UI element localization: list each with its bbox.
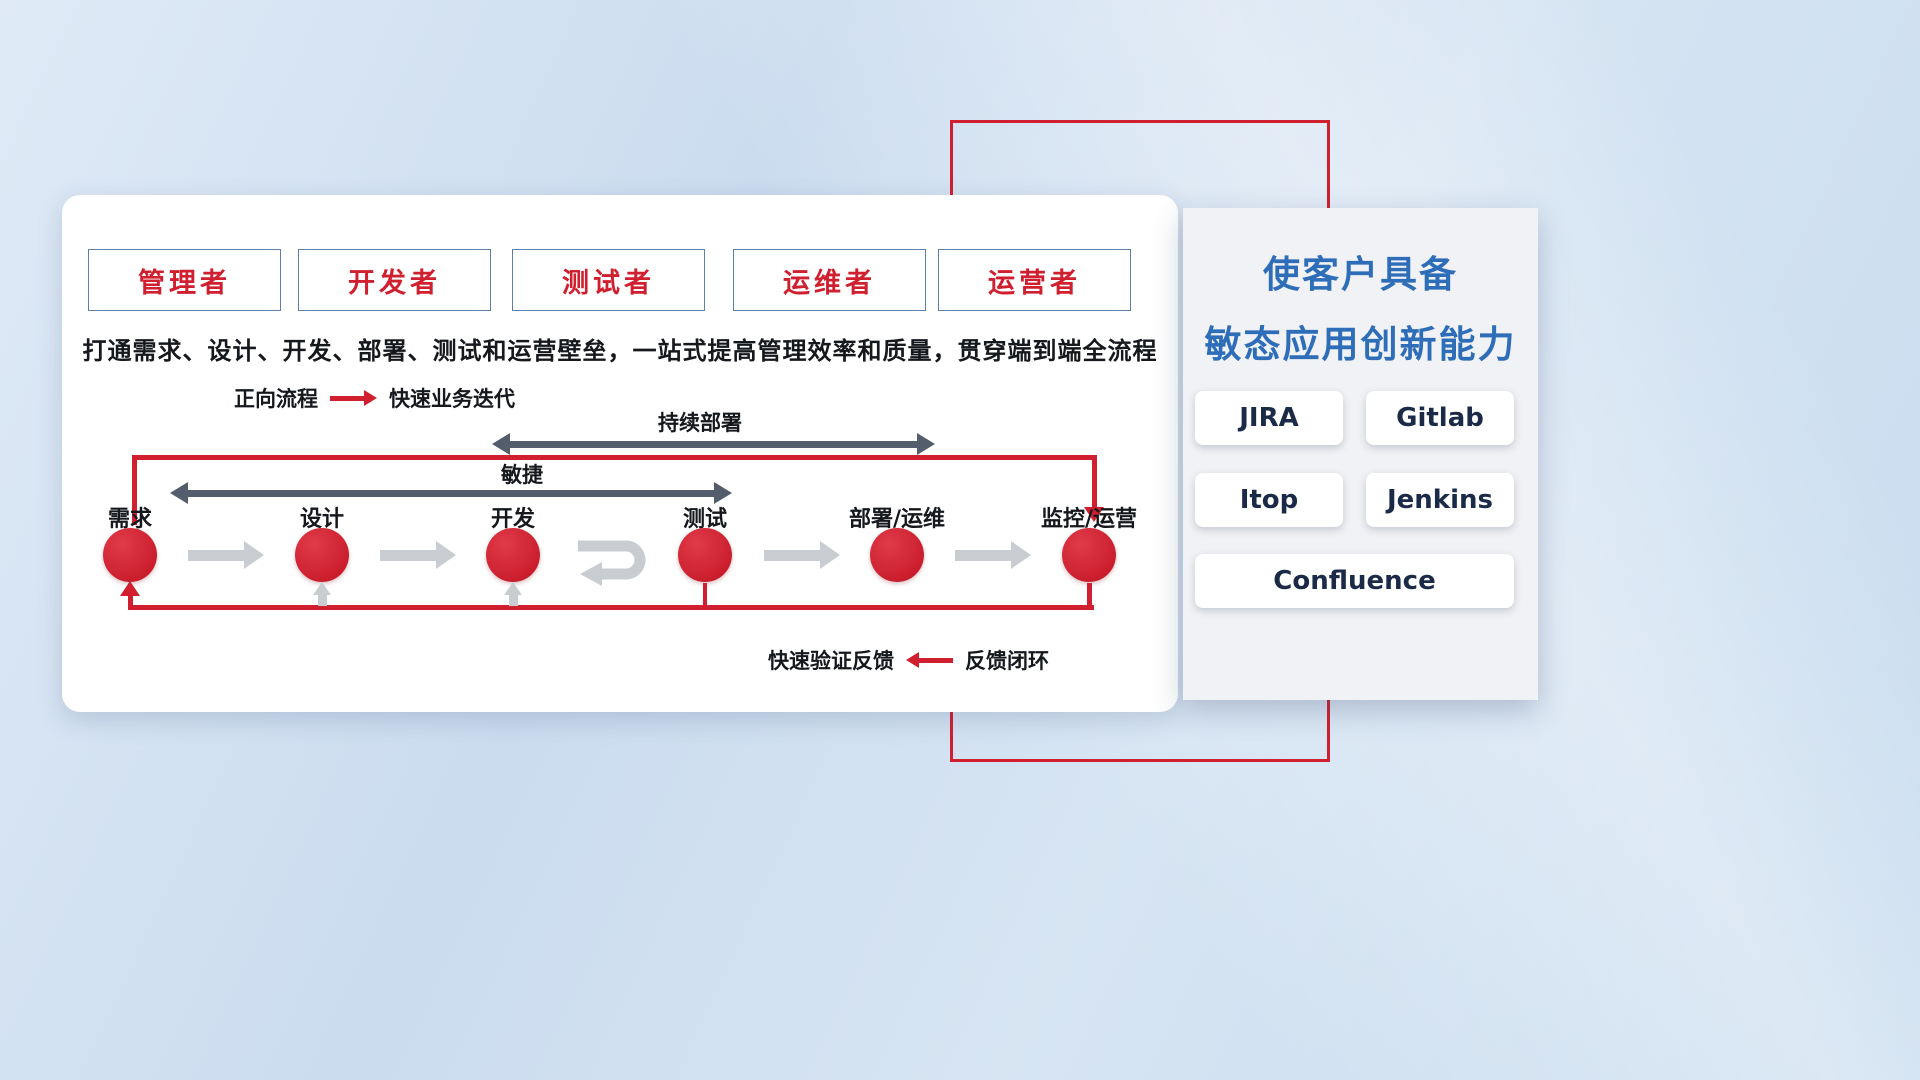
forward-flow-legend: 正向流程 快速业务迭代: [234, 383, 515, 413]
testing-feedback-connector: [703, 583, 707, 607]
forward-flow-arrowhead-icon: [1084, 507, 1104, 522]
flow-arrow-icon: [764, 541, 840, 569]
forward-flow-line-left: [132, 455, 137, 525]
tool-badge-jenkins: Jenkins: [1366, 473, 1514, 527]
feedback-arrow-icon: [906, 652, 953, 668]
tool-badge-gitlab: Gitlab: [1366, 391, 1514, 445]
forward-flow-line-right: [1092, 455, 1097, 507]
feedback-up-arrow-icon: [504, 582, 522, 595]
node-circle-deploy-ops: [870, 528, 924, 582]
role-box-tester: 测试者: [512, 249, 705, 311]
continuous-deployment-arrow-icon: [492, 432, 935, 456]
tool-badge-jira: JIRA: [1195, 391, 1343, 445]
panel-title-line1: 使客户具备: [1263, 253, 1458, 296]
node-circle-testing: [678, 528, 732, 582]
feedback-loop-line-bottom: [128, 605, 1094, 610]
feedback-up-arrow-icon: [313, 582, 331, 595]
feedback-loop-line-right: [1087, 583, 1092, 607]
flow-arrow-icon: [188, 541, 264, 569]
node-label-development: 开发: [490, 507, 535, 532]
panel-title-line2: 敏态应用创新能力: [1204, 323, 1517, 366]
role-box-operator: 运营者: [938, 249, 1131, 311]
continuous-deployment-label: 持续部署: [658, 411, 742, 435]
capability-panel: 使客户具备 敏态应用创新能力 JIRA Gitlab Itop Jenkins …: [1183, 208, 1538, 700]
role-box-manager: 管理者: [88, 249, 281, 311]
feedback-legend: 快速验证反馈 反馈闭环: [768, 645, 1049, 675]
feedback-text: 快速验证反馈: [768, 649, 894, 673]
feedback-loop-line-left: [128, 595, 133, 607]
forward-arrow-icon: [330, 390, 377, 406]
node-circle-design: [295, 528, 349, 582]
role-box-developer: 开发者: [298, 249, 491, 311]
node-circle-development: [486, 528, 540, 582]
node-label-monitor-operations: 监控/运营: [1040, 507, 1138, 532]
feedback-label: 反馈闭环: [965, 649, 1049, 673]
card-subtitle: 打通需求、设计、开发、部署、测试和运营壁垒，一站式提高管理效率和质量，贯穿端到端…: [82, 337, 1158, 365]
role-box-ops: 运维者: [733, 249, 926, 311]
flow-arrow-icon: [955, 541, 1031, 569]
feedback-up-arrow-shaft: [509, 595, 518, 606]
node-label-requirements: 需求: [107, 507, 152, 532]
node-label-deploy-ops: 部署/运维: [848, 507, 946, 532]
agile-arrow-icon: [170, 481, 732, 505]
feedback-loop-arrowhead-icon: [120, 581, 140, 596]
agile-label: 敏捷: [501, 463, 543, 487]
node-circle-monitor-operations: [1062, 528, 1116, 582]
node-label-testing: 测试: [682, 507, 727, 532]
tool-badge-itop: Itop: [1195, 473, 1343, 527]
devops-flow-card: 管理者 开发者 测试者 运维者 运营者 打通需求、设计、开发、部署、测试和运营壁…: [62, 195, 1178, 712]
node-circle-requirements: [103, 528, 157, 582]
node-label-design: 设计: [299, 507, 344, 532]
forward-flow-label: 正向流程: [234, 387, 318, 411]
tool-badge-confluence: Confluence: [1195, 554, 1514, 608]
forward-flow-line-top: [132, 455, 1097, 460]
forward-flow-text: 快速业务迭代: [389, 387, 515, 411]
feedback-up-arrow-shaft: [318, 595, 327, 606]
iteration-loop-icon: [578, 540, 646, 586]
flow-arrow-icon: [380, 541, 456, 569]
